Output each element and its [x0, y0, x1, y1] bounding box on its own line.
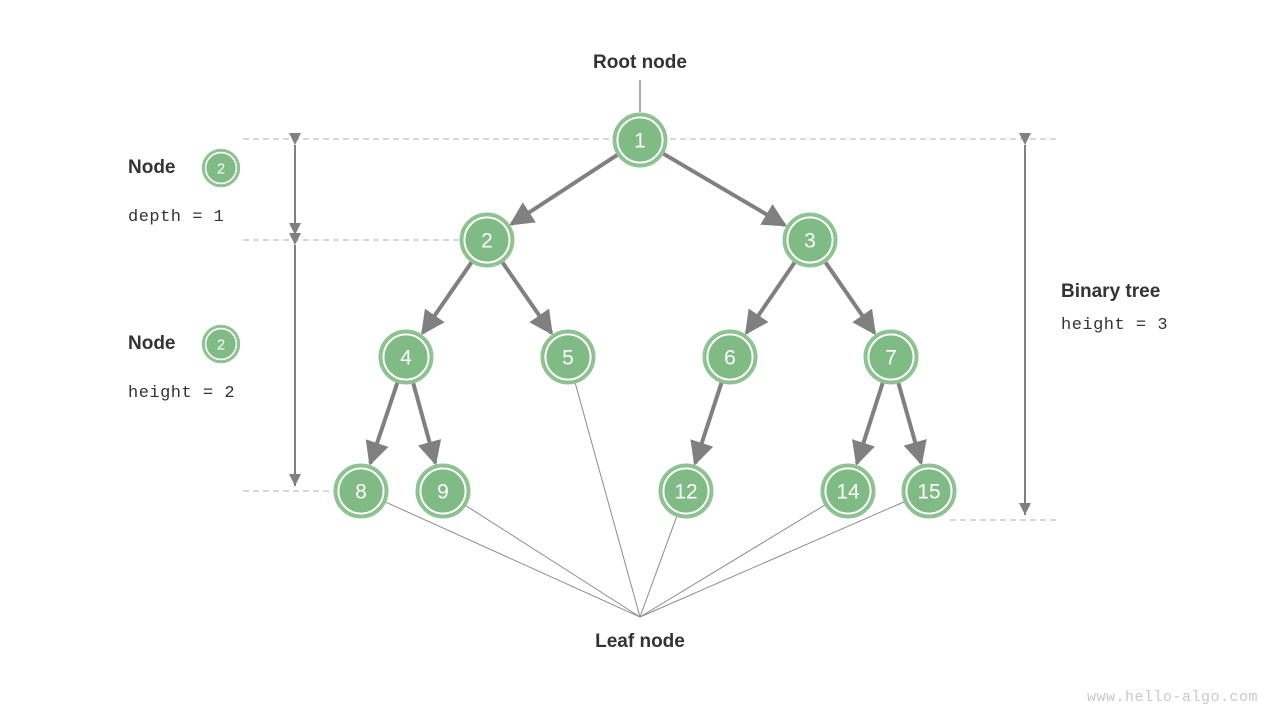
tree-node-value: 14	[836, 481, 860, 504]
tree-edge-3-to-6	[744, 261, 797, 336]
badge-inner-ring	[204, 327, 238, 361]
leaf-pointer-line-9	[464, 504, 641, 618]
tree-node-inner-ring	[867, 333, 915, 381]
root-node-label: Root node	[593, 52, 687, 73]
tree-node-value: 2	[481, 230, 493, 253]
tree-node-inner-ring	[382, 333, 430, 381]
tree-node-8[interactable]: 8	[333, 463, 389, 519]
tree-node-inner-ring	[544, 333, 592, 381]
node-depth-annotation-detail: depth = 1	[128, 208, 225, 227]
tree-node-4[interactable]: 4	[378, 329, 434, 385]
tree-node-inner-ring	[706, 333, 754, 381]
tree-node-inner-ring	[419, 467, 467, 515]
tree-node-9[interactable]: 9	[415, 463, 471, 519]
tree-node-inner-ring	[616, 116, 664, 164]
tree-node-value: 7	[885, 347, 897, 370]
tree-node-value: 12	[674, 481, 697, 504]
node-height-annotation-detail: height = 2	[128, 384, 236, 403]
tree-node-7[interactable]: 7	[863, 329, 919, 385]
node-height-badge: 2	[201, 324, 241, 364]
dimension-arrow-layer	[289, 133, 1031, 515]
leaf-pointer-line-5	[574, 381, 641, 618]
tree-node-value: 1	[634, 130, 646, 153]
tree-node-3[interactable]: 3	[782, 212, 838, 268]
tree-node-value: 5	[562, 347, 574, 370]
tree-node-value: 9	[437, 481, 449, 504]
tree-node-value: 15	[917, 481, 940, 504]
leaf-pointer-line-14	[639, 504, 827, 618]
tree-edge-2-to-4	[420, 261, 474, 336]
binary-tree-annotation-detail: height = 3	[1061, 316, 1169, 335]
tree-edge-layer	[365, 151, 927, 466]
tree-node-15[interactable]: 15	[901, 463, 957, 519]
tree-node-5[interactable]: 5	[540, 329, 596, 385]
guide-line-layer	[243, 138, 1056, 521]
node-depth-badge: 2	[201, 148, 241, 188]
tree-node-inner-ring	[824, 467, 872, 515]
tree-node-6[interactable]: 6	[702, 329, 758, 385]
leaf-pointer-line-15	[639, 500, 906, 618]
tree-edge-7-to-14	[852, 382, 885, 466]
tree-edge-7-to-15	[896, 382, 927, 466]
tree-edge-4-to-9	[411, 382, 442, 466]
annotation-badge-layer: 22	[201, 148, 241, 364]
tree-node-2[interactable]: 2	[459, 212, 515, 268]
tree-edge-1-to-3	[662, 151, 788, 228]
tree-node-14[interactable]: 14	[820, 463, 876, 519]
tree-node-inner-ring	[662, 467, 710, 515]
tree-edge-4-to-8	[365, 381, 400, 466]
node-height-annotation-label: Node	[128, 333, 176, 354]
tree-node-inner-ring	[905, 467, 953, 515]
tree-node-1[interactable]: 1	[612, 112, 668, 168]
tree-node-inner-ring	[463, 216, 511, 264]
tree-node-12[interactable]: 12	[658, 463, 714, 519]
leaf-node-label: Leaf node	[595, 631, 685, 652]
tree-edge-2-to-5	[500, 261, 554, 336]
tree-node-value: 3	[804, 230, 816, 253]
badge-inner-ring	[204, 151, 238, 185]
badge-value: 2	[217, 337, 225, 354]
leaf-pointer-line-8	[384, 501, 641, 618]
node-depth-annotation-label: Node	[128, 157, 176, 178]
tree-node-value: 4	[400, 347, 412, 370]
badge-value: 2	[217, 161, 225, 178]
tree-node-value: 6	[724, 347, 736, 370]
tree-edge-3-to-7	[823, 261, 877, 336]
binary-tree-annotation-label: Binary tree	[1061, 281, 1161, 302]
tree-node-inner-ring	[786, 216, 834, 264]
leaf-pointer-line-12	[639, 515, 678, 618]
leaf-pointer-line-layer	[384, 381, 906, 618]
tree-node-inner-ring	[337, 467, 385, 515]
tree-edge-1-to-2	[509, 153, 619, 226]
watermark: www.hello-algo.com	[1086, 689, 1258, 706]
tree-node-value: 8	[355, 481, 367, 504]
tree-edge-6-to-12	[690, 382, 724, 466]
